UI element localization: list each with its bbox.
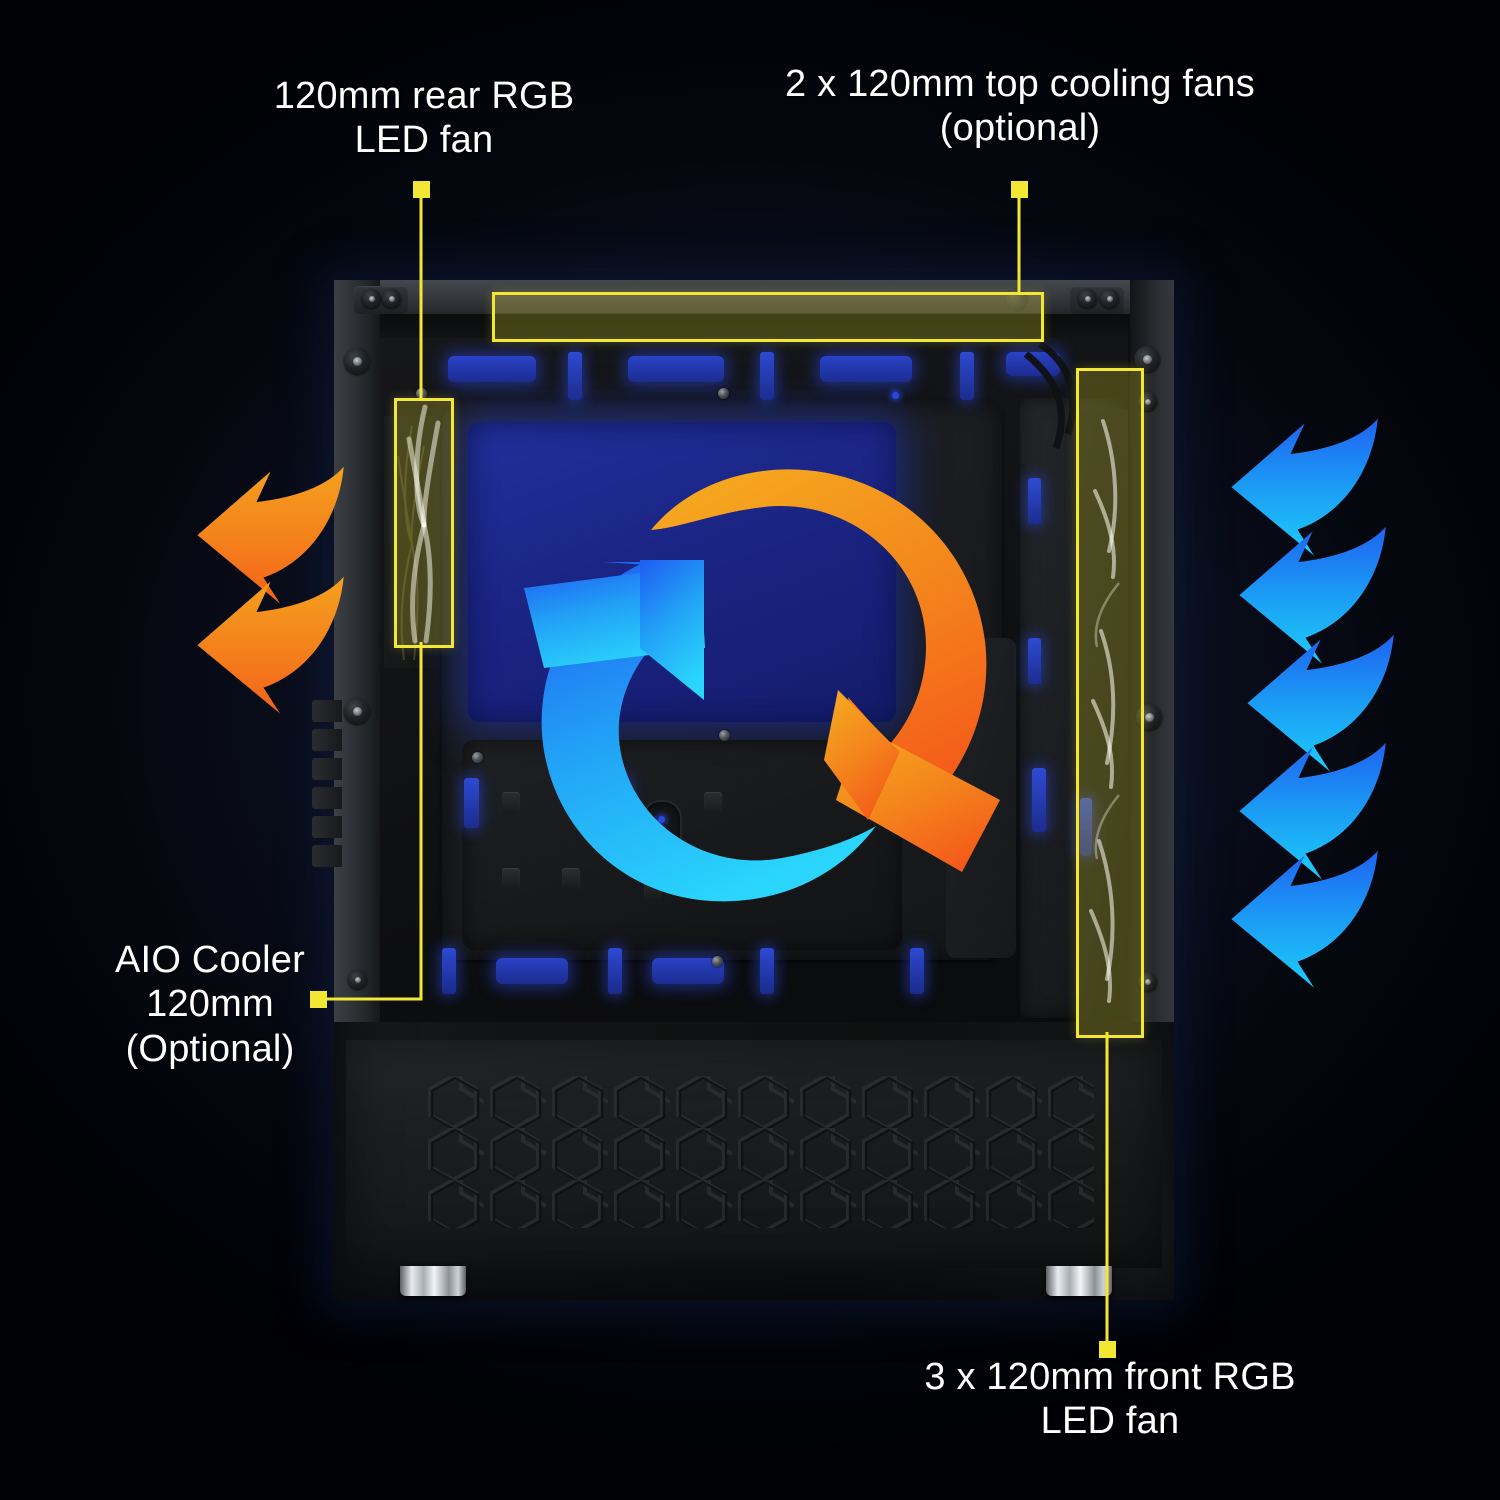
left-thumbscrew-mid [344, 698, 370, 724]
case-foot-left [400, 1266, 466, 1296]
honeycomb-mesh-pattern [422, 1076, 1094, 1228]
callout-label-aio-cooler: AIO Cooler 120mm (Optional) [115, 939, 305, 1070]
bracket-screw-b [382, 289, 401, 308]
callout-label-top-fans: 2 x 120mm top cooling fans (optional) [785, 63, 1255, 150]
intake-arrow-group [1231, 418, 1394, 988]
bracket-screw-d [1100, 289, 1119, 308]
case-roof-shadow [380, 314, 1128, 340]
left-thumbscrew-top [344, 348, 370, 374]
highlight-front-fans [1076, 368, 1144, 1038]
case-top-rail [334, 280, 1174, 314]
bracket-screw-c [1078, 289, 1097, 308]
case-interior [380, 338, 1128, 1022]
case-left-rail [334, 280, 380, 1022]
leader-marker-top-fans [1011, 181, 1028, 198]
leader-marker-rear-fan [413, 181, 430, 198]
case-foot-right [1046, 1266, 1112, 1296]
callout-label-rear-fan: 120mm rear RGB LED fan [273, 75, 575, 162]
right-thumbscrew-top [1134, 346, 1160, 372]
internal-cables-icon [1023, 341, 1077, 450]
bracket-screw-a [362, 289, 381, 308]
psu-shroud [346, 1040, 1162, 1268]
pc-case [312, 280, 1174, 1300]
callout-label-front-fans: 3 x 120mm front RGB LED fan [924, 1356, 1296, 1443]
exhaust-arrow-group [197, 466, 344, 714]
side-io-vents [312, 700, 342, 880]
right-thumbscrew-mid [1136, 704, 1162, 730]
highlight-rear-fan [394, 398, 454, 648]
highlight-top-fan-mount [492, 292, 1044, 342]
